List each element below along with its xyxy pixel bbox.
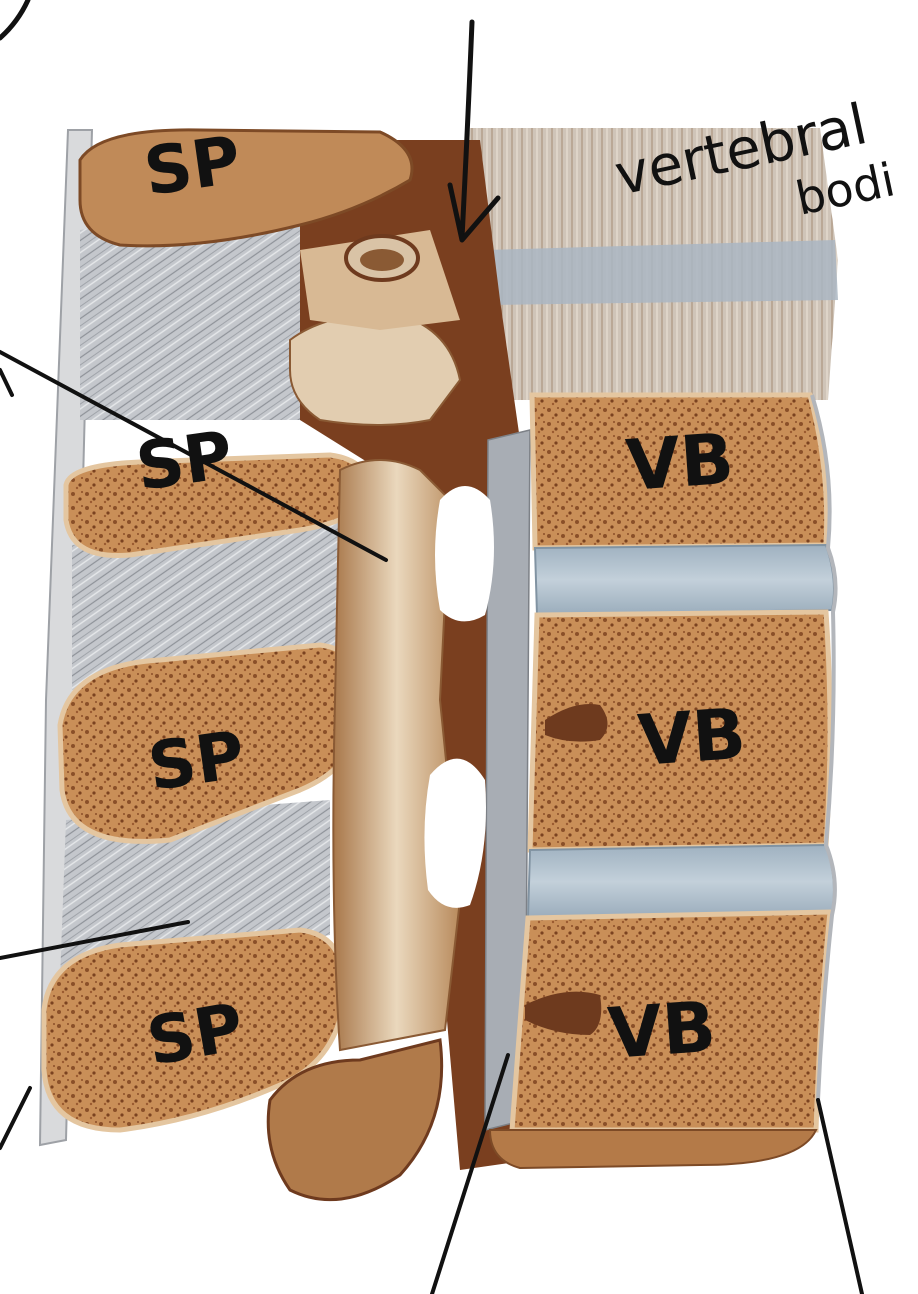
label-sp-1: SP <box>140 121 246 211</box>
spinous-process-4 <box>41 927 348 1133</box>
transverse-foramen-inner <box>360 249 404 271</box>
pointer-line-left-lower <box>0 920 190 960</box>
pointer-fragment-left <box>0 368 14 397</box>
intervertebral-foramen-upper <box>435 486 494 622</box>
pointer-fragment-top-left <box>0 0 31 41</box>
label-sp-3: SP <box>144 716 250 806</box>
basivertebral-notch-3 <box>525 991 602 1035</box>
label-vb-1: VB <box>623 418 736 507</box>
pointer-line-left-upper <box>0 350 388 562</box>
supraspinous-ligament <box>38 129 94 1147</box>
intervertebral-disc-1 <box>533 543 835 617</box>
pointer-line-bottom-center <box>430 1053 510 1294</box>
intervertebral-disc-2 <box>526 843 835 920</box>
pointer-line-left-bottom <box>0 1086 32 1150</box>
pointer-arrowhead-top <box>447 182 501 243</box>
basivertebral-notch-2 <box>545 704 608 742</box>
spinous-process-1 <box>78 128 414 248</box>
inferior-articular-process <box>266 1038 444 1202</box>
vertebral-body-base <box>488 1129 818 1170</box>
pointer-arrow-top <box>459 19 475 241</box>
label-vb-2: VB <box>635 693 748 782</box>
intervertebral-foramen-lower <box>424 758 486 908</box>
label-sp-4: SP <box>141 988 249 1080</box>
articular-column <box>332 459 462 1052</box>
label-sp-2: SP <box>132 416 238 506</box>
anterior-longitudinal-ligament-edge <box>810 394 838 1101</box>
pointer-line-bottom-right <box>816 1098 864 1294</box>
label-vb-3: VB <box>605 986 718 1075</box>
top-disc-band <box>485 240 838 305</box>
